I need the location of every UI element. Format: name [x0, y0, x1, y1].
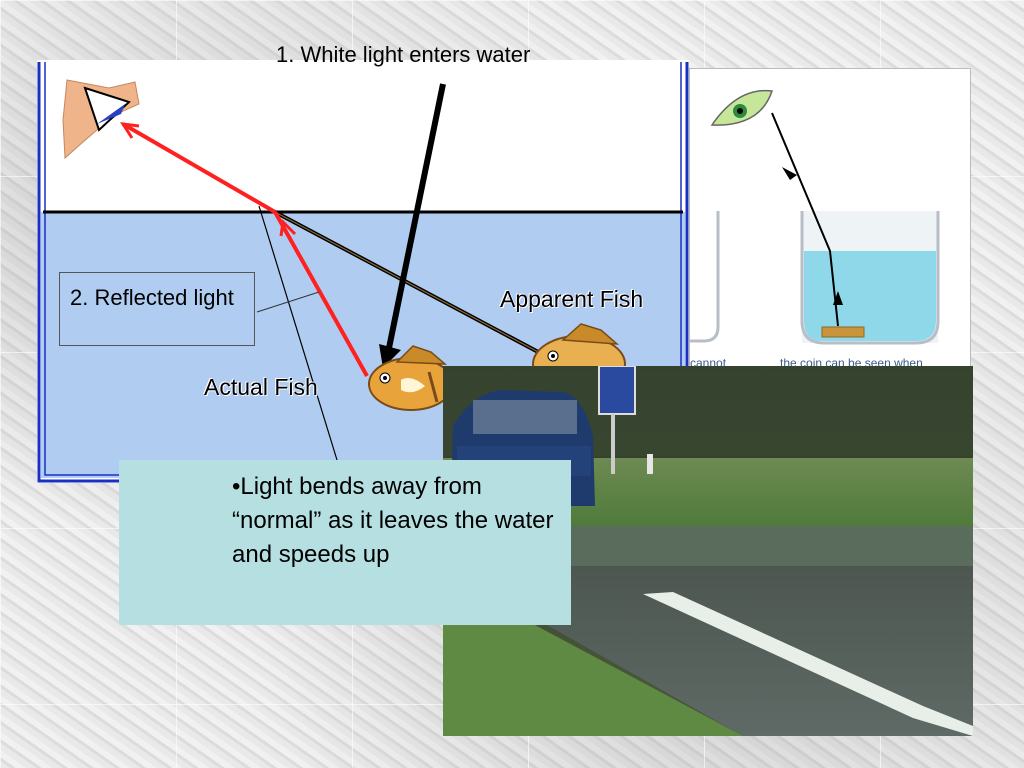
step1-label: 1. White light enters water	[276, 42, 531, 67]
coin-icon	[821, 326, 865, 338]
explanation-text: •Light bends away from “normal” as it le…	[232, 473, 554, 568]
fish-icon	[368, 345, 454, 411]
eye-icon	[710, 89, 774, 126]
left-beaker-outline	[690, 211, 720, 343]
reflected-pointer-line	[256, 291, 320, 313]
road-surface	[443, 566, 973, 736]
ray-from-fish	[273, 211, 369, 377]
coin-diagram-svg	[690, 89, 940, 345]
apparent-fish-label: Apparent Fish	[500, 286, 644, 312]
coin-refraction-diagram: cannot the coin can be seen when	[689, 68, 971, 372]
actual-fish-label: Actual Fish	[204, 374, 318, 400]
explanation-box: •Light bends away from “normal” as it le…	[119, 460, 571, 625]
beaker-outline	[800, 211, 940, 345]
white-light-arrow	[386, 83, 446, 349]
eye-icon	[62, 79, 140, 160]
road-sign	[598, 365, 636, 415]
refracted-ray-air	[121, 122, 277, 214]
ray-arrow-upper	[782, 167, 797, 180]
road-white-line	[643, 592, 973, 736]
ray-arrow-lower	[833, 291, 843, 305]
normal-line	[258, 205, 338, 461]
step2-label: 2. Reflected light	[59, 272, 255, 346]
